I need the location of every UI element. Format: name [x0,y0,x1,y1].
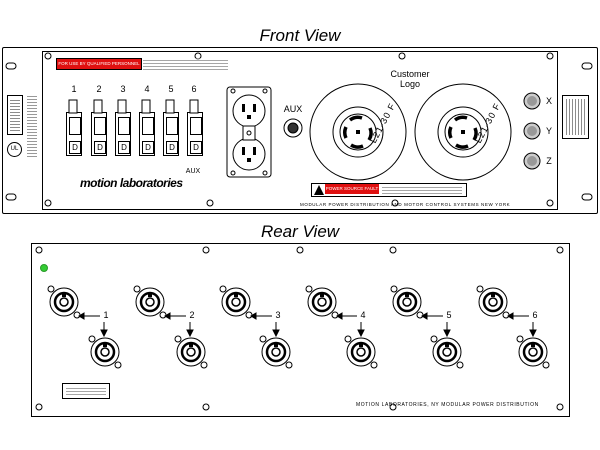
front-view-title: Front View [259,26,341,45]
breaker-2[interactable]: D [91,112,107,156]
rear-footer-text: MOTION LABORATORIES, NY MODULAR POWER DI… [356,402,539,408]
qualified-personnel-warning: FOR USE BY QUALIFIED PERSONNEL ONLY [56,58,142,76]
breaker-number-4: 4 [144,84,150,94]
left-spec-label [7,95,23,135]
rear-view-title: Rear View [260,222,340,241]
power-source-warning: POWER SOURCE FAULT [311,183,467,197]
rear-pair-number-6: 6 [532,310,538,320]
rear-pair-number-5: 5 [446,310,452,320]
rear-pair-number-1: 1 [103,310,109,320]
right-spec-label [562,95,589,139]
motion-laboratories-logo: motion laboratories [80,176,183,190]
breaker-number-3: 3 [120,84,126,94]
aux-jack-label: AUX [283,104,303,114]
breaker-number-5: 5 [168,84,174,94]
ul-listed-icon: UL [7,142,22,157]
warning-triangle-icon [314,185,324,195]
indicator-x-label: X [545,96,552,106]
customer-logo: Customer Logo [390,69,430,89]
left-spec-label-2 [27,95,37,157]
rear-status-indicator [40,264,48,272]
breaker-6[interactable]: D [187,112,203,156]
breaker-number-2: 2 [96,84,102,94]
front-footer-text: MODULAR POWER DISTRIBUTION AND MOTOR CON… [300,202,511,207]
rear-pair-number-4: 4 [360,310,366,320]
power-source-warning-text: POWER SOURCE FAULT [325,184,379,194]
aux-breaker-label: AUX [185,168,201,175]
breaker-number-6: 6 [191,84,197,94]
rear-info-label [62,383,110,399]
indicator-y-label: Y [545,126,552,136]
rear-panel [31,243,570,417]
breaker-number-1: 1 [71,84,77,94]
indicator-z-label: Z [546,156,552,166]
rear-pair-number-3: 3 [275,310,281,320]
warning-fine-print [143,58,228,70]
breaker-1[interactable]: D [66,112,82,156]
rear-pair-number-2: 2 [189,310,195,320]
